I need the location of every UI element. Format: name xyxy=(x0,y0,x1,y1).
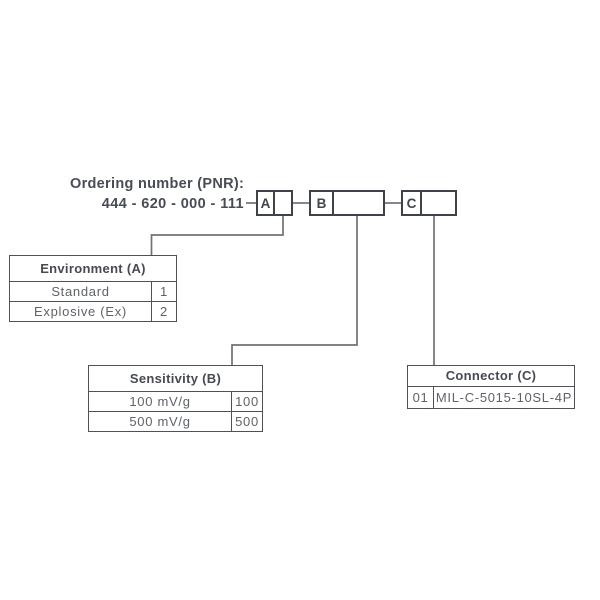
table-row: 01 MIL-C-5015-10SL-4P xyxy=(408,386,574,408)
environment-option-label: Explosive (Ex) xyxy=(10,301,152,321)
connector-option-code: 01 xyxy=(408,386,434,408)
connector-table: Connector (C) 01 MIL-C-5015-10SL-4P xyxy=(407,365,575,409)
code-box-a-value-cell xyxy=(275,192,291,214)
connector-option-label: MIL-C-5015-10SL-4P xyxy=(435,389,573,405)
code-box-a-label: A xyxy=(258,192,275,214)
code-box-b-label: B xyxy=(311,192,334,214)
pnr-value: 444 - 620 - 000 - 111 xyxy=(101,196,244,212)
sensitivity-table: Sensitivity (B) 100 mV/g 100 500 mV/g 50… xyxy=(88,365,263,432)
table-row: 100 mV/g 100 xyxy=(89,391,262,411)
ordering-number-title: Ordering number (PNR): xyxy=(70,176,245,192)
sensitivity-option-label: 500 mV/g xyxy=(89,411,232,431)
environment-table-header: Environment (A) xyxy=(10,256,176,282)
connector-table-header: Connector (C) xyxy=(408,366,574,387)
code-box-c-label: C xyxy=(403,192,422,214)
environment-option-code: 2 xyxy=(160,303,168,319)
code-box-c: C xyxy=(401,190,457,216)
table-row: Explosive (Ex) 2 xyxy=(10,300,176,321)
sensitivity-option-code: 500 xyxy=(235,413,259,429)
sensitivity-option-code: 100 xyxy=(235,393,259,409)
environment-table-rows: Standard 1 Explosive (Ex) 2 xyxy=(10,281,176,321)
environment-option-label: Standard xyxy=(10,281,152,301)
table-row: Standard 1 xyxy=(10,281,176,301)
sensitivity-option-label: 100 mV/g xyxy=(89,391,232,411)
code-box-b: B xyxy=(309,190,385,216)
code-box-a: A xyxy=(256,190,293,216)
table-row: 500 mV/g 500 xyxy=(89,410,262,431)
environment-option-code: 1 xyxy=(160,283,168,299)
environment-table: Environment (A) Standard 1 Explosive (Ex… xyxy=(9,255,177,322)
box-a-to-environment-table-wire xyxy=(150,216,284,255)
sensitivity-table-rows: 100 mV/g 100 500 mV/g 500 xyxy=(89,391,262,431)
code-box-b-value-cell xyxy=(334,192,383,214)
sensitivity-table-header: Sensitivity (B) xyxy=(89,366,262,392)
connector-table-rows: 01 MIL-C-5015-10SL-4P xyxy=(408,386,574,408)
code-box-c-value-cell xyxy=(422,192,455,214)
box-b-to-sensitivity-table-wire xyxy=(231,216,358,365)
